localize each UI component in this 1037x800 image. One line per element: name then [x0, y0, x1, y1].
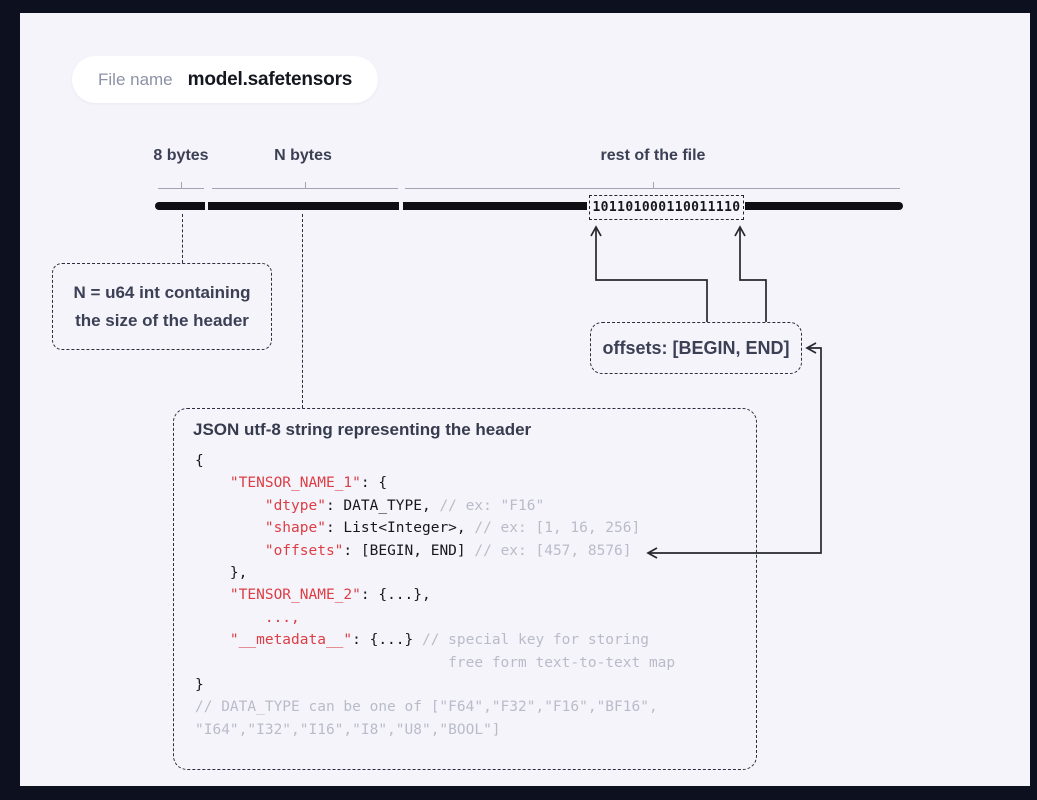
code-line: "TENSOR_NAME_1": {: [229, 475, 388, 492]
bar-segment-data-right: [745, 202, 903, 210]
segment-label-rest-of-file: rest of the file: [600, 147, 706, 164]
callout-n-u64-line2: the size of the header: [75, 310, 249, 330]
code-line: free form text-to-text map: [448, 654, 676, 671]
file-name-pill: File name model.safetensors: [72, 56, 378, 103]
code-line: "TENSOR_NAME_2": {...},: [229, 587, 431, 604]
code-line: }: [195, 677, 204, 694]
callout-offsets-text: offsets: [BEGIN, END]: [602, 337, 790, 358]
bar-segment-header: [208, 202, 399, 210]
callout-offsets: offsets: [BEGIN, END]: [590, 322, 802, 374]
diagram-canvas: File name model.safetensors: [20, 13, 1030, 786]
bar-segment-data-left: [403, 202, 587, 210]
bracket-tick: [181, 182, 182, 189]
code-line: ...,: [264, 609, 300, 626]
json-code: { "TENSOR_NAME_1": { "dtype": DATA_TYPE,…: [195, 450, 675, 741]
bar-segment-header-size: [155, 202, 205, 210]
connector-nbytes-to-jsonbox: [302, 214, 303, 408]
bracket-n-bytes: [212, 182, 398, 189]
connector-8bytes-to-nbox: [182, 214, 183, 263]
segment-label-8-bytes: 8 bytes: [153, 147, 209, 164]
code-line: // DATA_TYPE can be one of ["F64","F32",…: [195, 699, 658, 716]
code-line: "offsets": [BEGIN, END] // ex: [457, 857…: [264, 542, 632, 559]
json-header-box: [173, 408, 757, 770]
code-line: "__metadata__": {...} // special key for…: [229, 632, 649, 649]
segment-label-n-bytes: N bytes: [274, 147, 332, 164]
code-line: "dtype": DATA_TYPE, // ex: "F16": [264, 497, 545, 514]
callout-n-u64: N = u64 int containing the size of the h…: [52, 263, 272, 350]
file-name-value: model.safetensors: [187, 68, 353, 90]
bracket-tick: [305, 182, 306, 189]
code-line: "shape": List<Integer>, // ex: [1, 16, 2…: [264, 520, 641, 537]
callout-n-u64-line1: N = u64 int containing: [73, 282, 251, 302]
code-line: {: [195, 453, 204, 469]
file-name-label: File name: [98, 69, 173, 89]
code-line: },: [195, 565, 248, 582]
bracket-rest-of-file: [405, 182, 900, 189]
code-line: "I64","I32","I16","I8","U8","BOOL"]: [195, 721, 501, 738]
bracket-8-bytes: [158, 182, 204, 189]
bracket-tick: [652, 182, 654, 189]
binary-tensor-bytes: 101101000110011110: [589, 195, 744, 220]
json-header-title: JSON utf-8 string representing the heade…: [193, 420, 532, 439]
